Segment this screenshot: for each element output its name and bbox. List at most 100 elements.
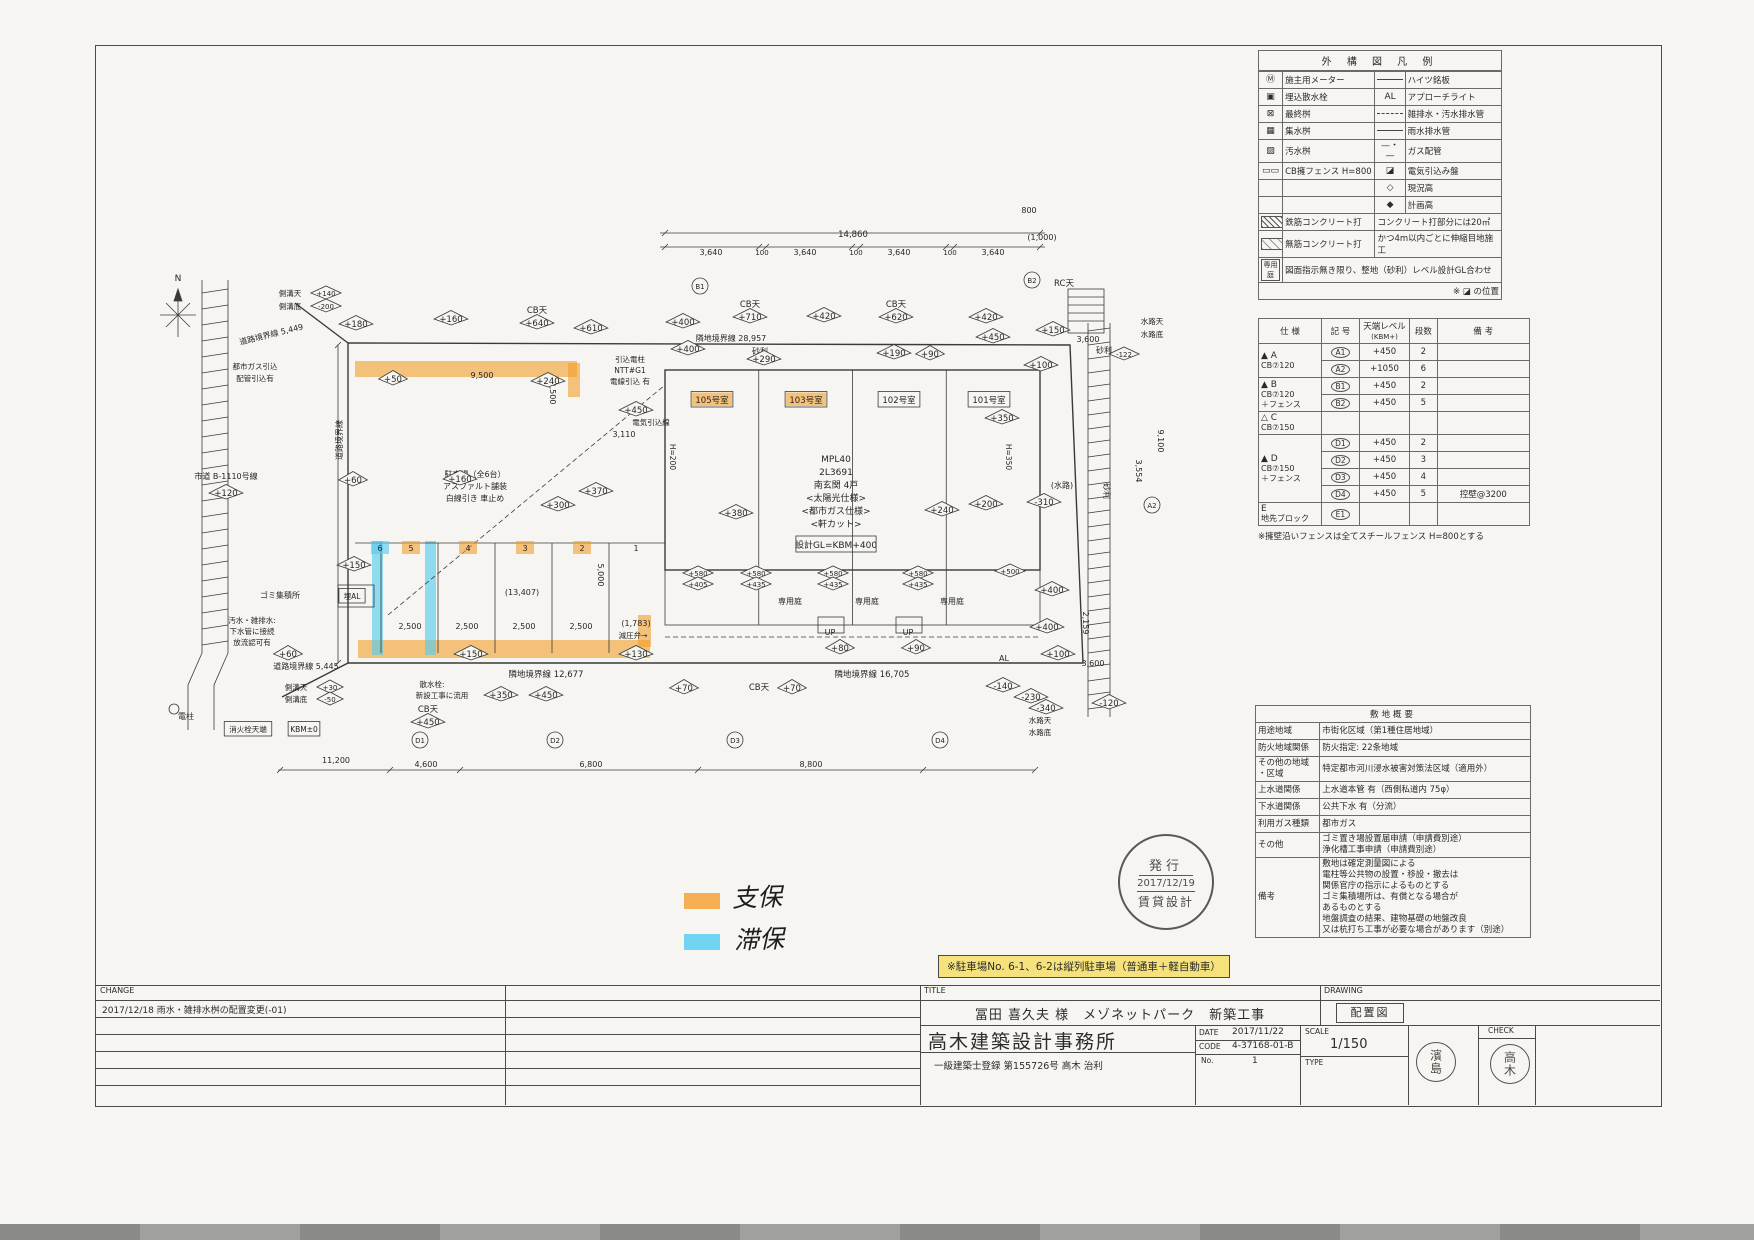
spec-note: [1436, 502, 1531, 526]
spec-symbol-badge: D2: [1330, 454, 1350, 466]
legend-label: 雨水排水管: [1407, 127, 1451, 137]
legend-label-cell: 集水桝: [1282, 122, 1376, 140]
spec-header: 天端レベル(KBM+): [1358, 318, 1411, 344]
svg-text:+30: +30: [323, 684, 338, 692]
plan-label: 2,159: [1081, 612, 1090, 635]
plan-label: +100: [1040, 645, 1076, 661]
svg-text:100: 100: [755, 249, 768, 257]
plan-label: 2,500: [548, 382, 557, 405]
approach-light-icon: AL: [1384, 92, 1396, 102]
overview-row: 上水道関係上水道本管 有（西側私道内 75φ）: [1254, 781, 1531, 799]
svg-text:H=200: H=200: [668, 444, 677, 470]
plan-label: 下水管に接続: [230, 626, 275, 636]
plan-label: +240: [530, 372, 566, 388]
svg-text:UP: UP: [825, 628, 836, 637]
legend-label-cell: ハイツ銘板: [1404, 71, 1503, 89]
spec-group-mark: △ C: [1261, 413, 1278, 423]
plan-label: +290: [746, 350, 782, 366]
plan-label: -200: [309, 298, 343, 313]
plan-label: 9,100: [1156, 430, 1165, 453]
spec-symbol: [1321, 411, 1360, 435]
svg-text:+580: +580: [823, 570, 842, 578]
svg-text:水路底: 水路底: [1029, 727, 1052, 737]
overview-row: 用途地域市街化区域（第1種住居地域）: [1254, 722, 1531, 740]
svg-text:専用庭: 専用庭: [778, 596, 802, 606]
plan-label: 消火栓天端: [223, 721, 273, 737]
svg-text:側溝底: 側溝底: [285, 694, 308, 704]
plan-label: 100: [755, 249, 768, 257]
plan-label: -230: [1013, 688, 1049, 704]
svg-text:3,600: 3,600: [1082, 659, 1105, 668]
spec-group-name: 地先ブロック: [1261, 514, 1309, 523]
final-basin-icon: ⊠: [1266, 109, 1275, 119]
spec-steps: 2: [1409, 434, 1438, 452]
spec-header: 記 号: [1321, 318, 1360, 344]
plan-label: +580: [739, 565, 773, 580]
svg-text:+290: +290: [752, 355, 775, 365]
svg-text:3,600: 3,600: [1077, 335, 1100, 344]
plan-label: 水路天: [1029, 715, 1052, 725]
plan-label: +140: [309, 285, 343, 300]
legend-row: ◆計画高: [1257, 196, 1503, 214]
plan-label: +405: [681, 576, 715, 591]
svg-text:+100: +100: [1046, 650, 1069, 660]
spec-steps: 2: [1409, 343, 1438, 361]
legend-symbol-cell: ▣: [1257, 88, 1284, 106]
legend-row: 無筋コンクリート打かつ4m以内ごとに伸縮目地施工: [1257, 230, 1502, 258]
north-arrow-icon: [160, 287, 196, 337]
date-label: DATE: [1199, 1028, 1219, 1037]
legend-label: コンクリート打部分には20㎡: [1377, 218, 1491, 228]
legend-row: ◇現況高: [1257, 179, 1503, 197]
svg-text:+420: +420: [812, 312, 835, 322]
svg-text:2,500: 2,500: [513, 622, 536, 631]
overview-table: 敷地概要 用途地域市街化区域（第1種住居地域）防火地域関係防火指定: 22条地域…: [1254, 705, 1531, 938]
svg-text:14,860: 14,860: [838, 230, 868, 240]
overview-row: 防火地域関係防火指定: 22条地域: [1254, 739, 1531, 757]
legend-symbol-cell: Ⓜ: [1257, 71, 1284, 89]
blue-highlight-swatch: [684, 934, 720, 950]
existing-level-icon: ◇: [1386, 183, 1394, 193]
spec-symbol: D4: [1321, 485, 1360, 503]
svg-text:9,500: 9,500: [471, 371, 494, 380]
plan-label: +120: [208, 484, 244, 500]
svg-text:H=350: H=350: [1004, 444, 1013, 470]
legend-label-cell: ※ ◪ の位置: [1258, 282, 1502, 300]
overview-row-value: 特定都市河川浸水被害対策法区域（適用外）: [1319, 756, 1531, 782]
spec-group-mark: ▲ B: [1261, 379, 1277, 390]
plan-label: +70: [776, 679, 808, 695]
plan-label: +400: [1029, 618, 1065, 634]
svg-text:6: 6: [377, 544, 382, 553]
svg-text:+160: +160: [439, 315, 462, 325]
svg-text:(1,000): (1,000): [1027, 233, 1056, 242]
svg-text:AL: AL: [999, 654, 1009, 663]
svg-text:6,800: 6,800: [580, 760, 603, 769]
plan-label: +160: [442, 470, 478, 486]
plan-label: UP: [903, 628, 914, 637]
room-label: 102号室: [877, 391, 921, 408]
overview-row-value: 敷地は確定測量図による 電柱等公共物の設置・移設・撤去は 関係官庁の指示によるも…: [1319, 857, 1531, 938]
plan-label: +450: [410, 713, 446, 729]
plan-label: 道路境界線: [334, 420, 344, 460]
svg-text:水路天: 水路天: [1141, 316, 1164, 326]
spec-level: +450: [1358, 394, 1411, 412]
spec-header: 備 考: [1436, 318, 1531, 344]
plan-label: 砂利: [1102, 483, 1112, 499]
plan-label: 側溝天: [279, 288, 302, 298]
svg-text:+450: +450: [624, 406, 647, 416]
plan-label: 隣地境界線 12,677: [509, 669, 584, 680]
svg-text:+100: +100: [1029, 361, 1052, 371]
svg-text:2: 2: [579, 544, 584, 553]
svg-text:放流認可有: 放流認可有: [233, 637, 271, 647]
titleblock-rule: [1195, 1025, 1196, 1105]
plan-label: B1: [691, 277, 709, 295]
plan-label: CB天: [886, 300, 907, 310]
spec-level: +450: [1358, 377, 1411, 395]
svg-text:側溝天: 側溝天: [279, 288, 302, 298]
plan-label: UP: [825, 628, 836, 637]
plan-label: (水路): [1051, 480, 1073, 490]
overview-row-label: 下水道関係: [1254, 798, 1321, 816]
plan-label: 隣地境界線 28,957: [696, 333, 767, 343]
